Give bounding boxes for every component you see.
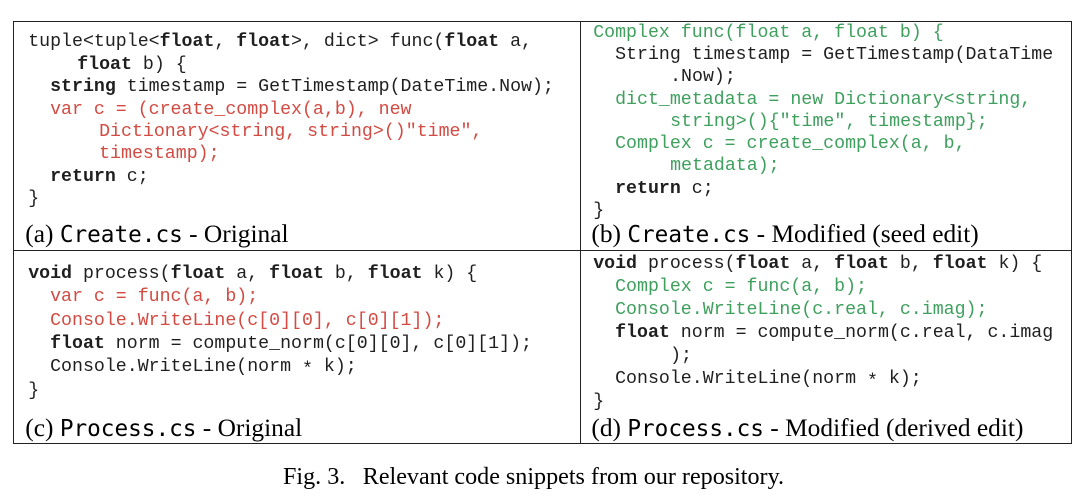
- subcaption-a: (a) Create.cs - Original: [25, 220, 288, 249]
- subcaption-suffix: - Original: [196, 413, 303, 442]
- code-line: tuple<tuple<float, float>, dict> func(fl…: [28, 32, 532, 53]
- code-line: Console.WriteLine(c[0][0], c[0][1]);: [28, 310, 445, 331]
- subcaption-filename: Create.cs: [59, 222, 183, 249]
- code-line: }: [28, 189, 40, 210]
- code-line: metadata);: [648, 156, 780, 177]
- subcaption-index: (a): [25, 220, 60, 249]
- code-line: var c = (create_complex(a,b), new: [28, 99, 412, 120]
- code-line: dict_metadata = new Dictionary<string,: [593, 89, 1032, 110]
- code-line: void process(float a, float b, float k) …: [593, 253, 1043, 274]
- panel-d-process-modified: void process(float a, float b, float k) …: [580, 249, 1071, 443]
- code-line: float norm = compute_norm(c[0][0], c[0][…: [50, 334, 532, 355]
- code-line: float norm = compute_norm(c.real, c.imag: [615, 322, 1054, 343]
- code-line: timestamp);: [77, 144, 220, 165]
- subcaption-index: (c): [25, 413, 60, 442]
- code-line: string timestamp = GetTimestamp(DateTime…: [50, 77, 554, 98]
- code-line: Complex c = create_complex(a, b,: [593, 134, 966, 155]
- panel-a-create-original: tuple<tuple<float, float>, dict> func(fl…: [14, 22, 580, 250]
- figure-caption-label: Fig. 3.: [283, 464, 346, 491]
- code-line: String timestamp = GetTimestamp(DataTime: [593, 44, 1054, 65]
- code-line: );: [648, 345, 692, 366]
- code-panels-grid: tuple<tuple<float, float>, dict> func(fl…: [13, 20, 1072, 444]
- code-line: Console.WriteLine(norm * k);: [28, 357, 357, 381]
- code-block-a: tuple<tuple<float, float>, dict> func(fl…: [28, 31, 554, 210]
- code-line: }: [593, 201, 605, 222]
- code-line: Complex func(float a, float b) {: [593, 22, 944, 43]
- subcaption-filename: Create.cs: [627, 222, 751, 249]
- subcaption-b: (b) Create.cs - Modified (seed edit): [591, 220, 978, 249]
- figure-caption: Fig. 3. Relevant code snippets from our r…: [283, 464, 784, 491]
- figure-caption-text: Relevant code snippets from our reposito…: [362, 464, 785, 491]
- code-block-d: void process(float a, float b, float k) …: [593, 253, 1053, 415]
- subcaption-index: (b): [591, 220, 628, 249]
- code-line: Complex c = func(a, b);: [593, 276, 867, 297]
- code-line: Console.WriteLine(c.real, c.imag);: [593, 299, 988, 320]
- code-line: Dictionary<string, string>()"time",: [77, 122, 483, 143]
- subcaption-index: (d): [591, 413, 628, 442]
- code-line: return c;: [615, 178, 714, 199]
- code-line: }: [593, 392, 605, 413]
- panel-c-process-original: void process(float a, float b, float k) …: [14, 249, 580, 443]
- code-line: .Now);: [648, 67, 736, 88]
- panel-b-create-modified: Complex func(float a, float b) { String …: [580, 21, 1071, 250]
- code-line: return c;: [50, 166, 149, 187]
- subcaption-c: (c) Process.cs - Original: [25, 414, 302, 443]
- code-block-b: Complex func(float a, float b) { String …: [593, 22, 1053, 223]
- code-line: Console.WriteLine(norm * k);: [593, 369, 922, 393]
- code-line: string>(){"time", timestamp};: [648, 111, 988, 132]
- code-block-c: void process(float a, float b, float k) …: [28, 263, 532, 403]
- subcaption-suffix: - Modified (seed edit): [750, 220, 979, 249]
- subcaption-filename: Process.cs: [627, 415, 764, 442]
- subcaption-suffix: - Modified (derived edit): [763, 413, 1024, 442]
- subcaption-suffix: - Original: [182, 220, 289, 249]
- subcaption-filename: Process.cs: [59, 415, 197, 442]
- code-line: float b) {: [77, 54, 187, 75]
- code-line: }: [28, 380, 40, 401]
- code-line: void process(float a, float b, float k) …: [28, 264, 478, 285]
- code-line: var c = func(a, b);: [28, 287, 259, 308]
- subcaption-d: (d) Process.cs - Modified (derived edit): [591, 414, 1023, 443]
